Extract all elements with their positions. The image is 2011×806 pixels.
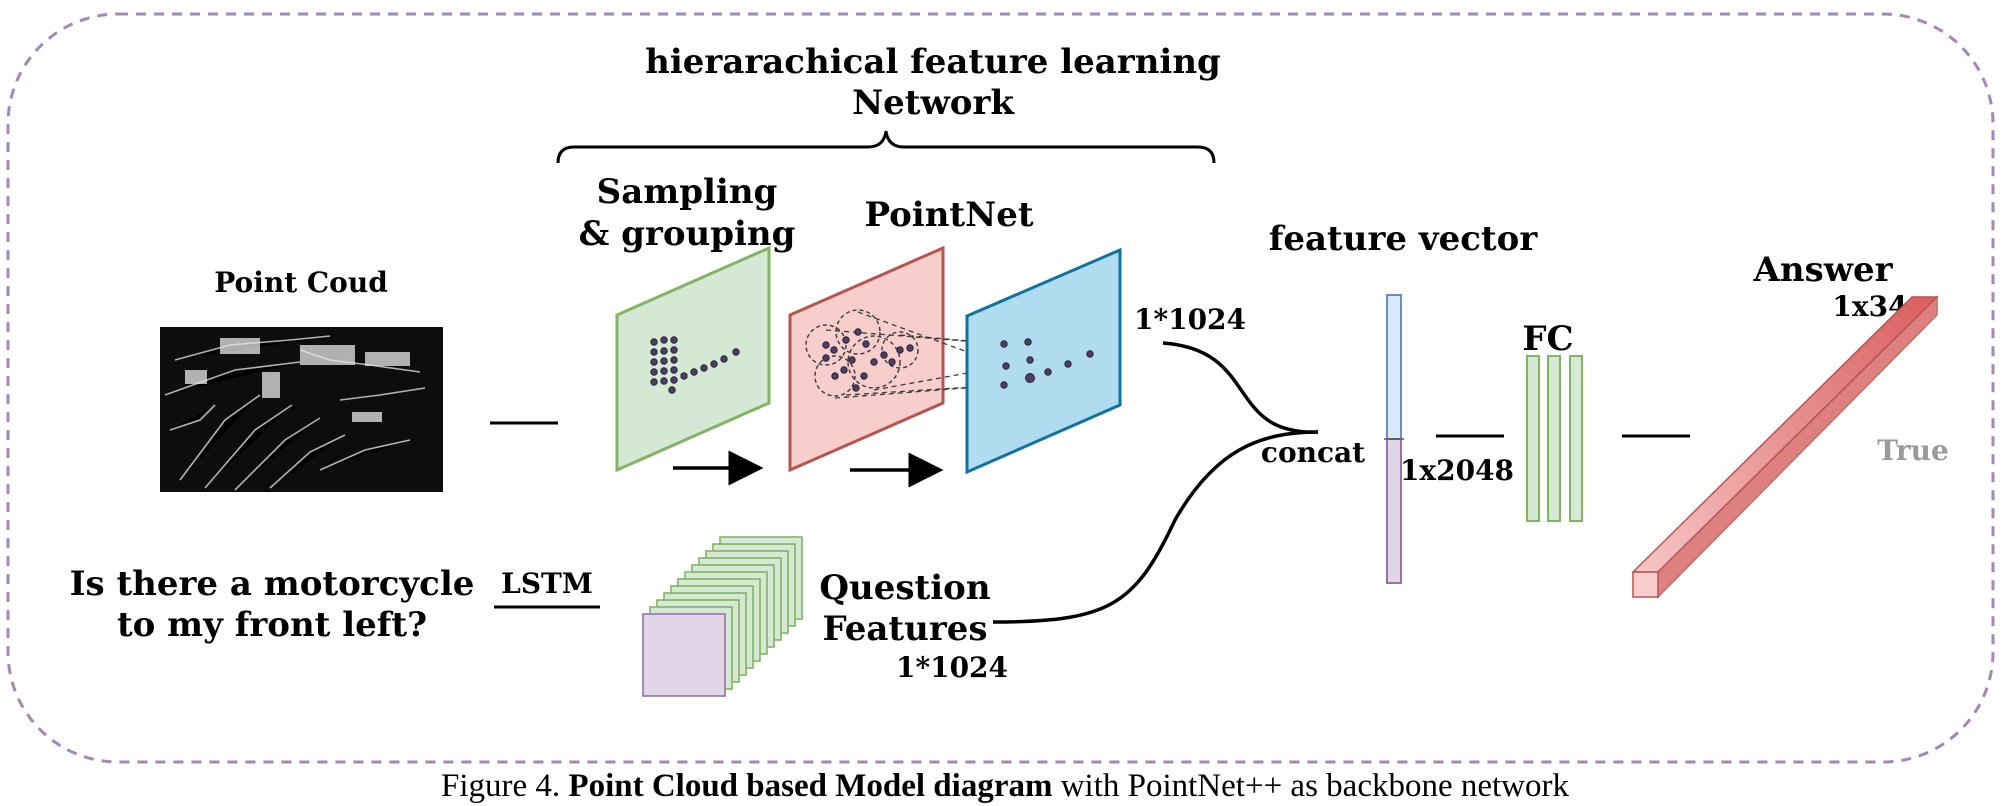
concat-dim: 1x2048	[1400, 454, 1514, 487]
pointnet-grouping-circles	[805, 309, 919, 397]
feature-vector-label: feature vector	[1269, 219, 1539, 259]
pointnet-plane	[788, 245, 945, 473]
hierarchical-brace	[556, 130, 1216, 164]
feature-vector-bottom	[1386, 438, 1402, 584]
answer-label: Answer	[1752, 250, 1893, 290]
question-text-line1: Is there a motorcycle	[70, 564, 475, 604]
caption-bold: Point Cloud based Model diagram	[568, 768, 1052, 804]
hierarchical-title-line1: hierarachical feature learning	[645, 42, 1221, 82]
figure-caption: Figure 4. Point Cloud based Model diagra…	[441, 768, 1570, 804]
sampling-plane	[615, 245, 771, 473]
sampling-label-line1: Sampling	[597, 172, 778, 212]
outer-dashed-frame	[6, 12, 1995, 764]
question-features-dim: 1*1024	[896, 651, 1008, 684]
caption-suffix: with PointNet++ as backbone network	[1061, 768, 1570, 804]
feature-vector-top	[1386, 294, 1402, 440]
question-features-line2: Features	[822, 609, 987, 649]
question-text-line2: to my front left?	[117, 605, 427, 645]
pointnet-output-dim: 1*1024	[1134, 303, 1246, 336]
fc-layers	[1526, 355, 1583, 522]
hierarchical-title-line2: Network	[852, 83, 1015, 123]
output-points	[1000, 338, 1094, 389]
pointnet-output-plane	[965, 247, 1122, 475]
fc-label: FC	[1522, 319, 1573, 359]
answer-output-bar	[1631, 295, 1939, 599]
question-feature-stack	[642, 536, 803, 697]
concat-curve-top	[1162, 341, 1319, 434]
lstm-label: LSTM	[501, 567, 593, 600]
pointnet-label: PointNet	[864, 195, 1033, 235]
sampling-label-line2: & grouping	[579, 214, 796, 254]
caption-prefix: Figure 4.	[441, 768, 560, 804]
concat-curve-bottom	[992, 430, 1319, 624]
pointnet-points	[822, 328, 914, 392]
true-label: True	[1877, 434, 1949, 467]
point-cloud-label: Point Coud	[214, 266, 388, 299]
point-cloud-image	[160, 327, 443, 492]
concat-label: concat	[1261, 436, 1365, 469]
sampling-points	[650, 336, 740, 394]
question-features-line1: Question	[819, 568, 990, 608]
